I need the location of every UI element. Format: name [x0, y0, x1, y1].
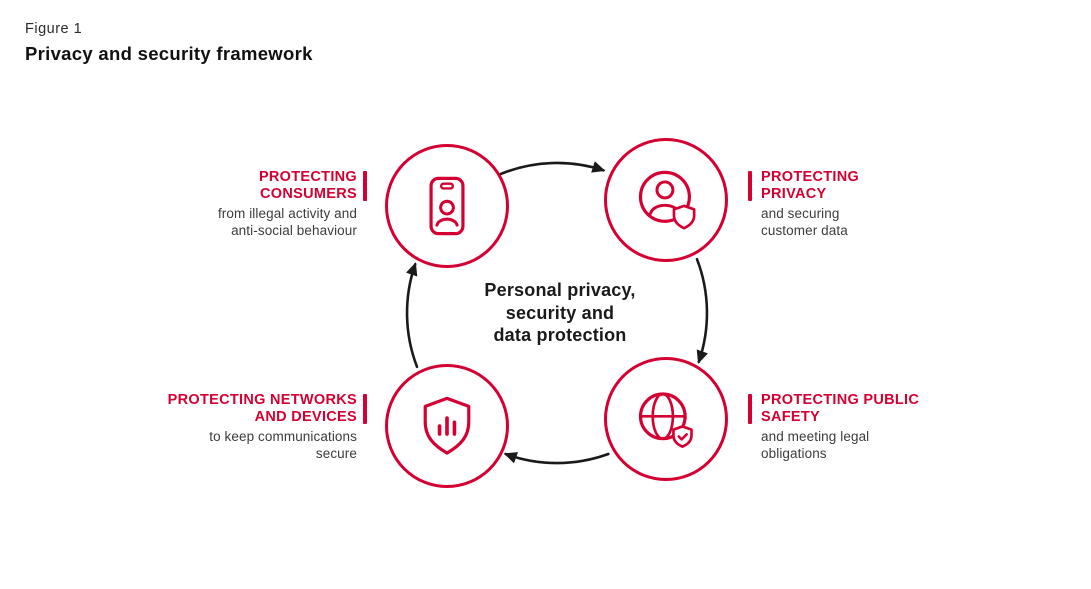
- arrow-right: [695, 257, 709, 364]
- networks-heading: PROTECTING NETWORKS AND DEVICES: [117, 392, 357, 425]
- networks-description: to keep communications secure: [117, 429, 357, 462]
- consumers-label: PROTECTING CONSUMERS from illegal activi…: [157, 169, 357, 239]
- body-line: obligations: [761, 445, 827, 461]
- body-line: secure: [315, 445, 357, 461]
- arrow-bottom: [503, 452, 610, 465]
- figure-number: Figure 1: [25, 21, 83, 37]
- phone-user-icon: [429, 176, 465, 236]
- consumers-node-circle: [385, 144, 509, 268]
- public-safety-description: and meeting legal obligations: [761, 429, 971, 462]
- body-line: and securing: [761, 206, 840, 221]
- heading-line: PROTECTING NETWORKS: [167, 392, 357, 408]
- heading-line: PROTECTING: [258, 169, 357, 185]
- center-line: security and: [505, 302, 615, 323]
- heading-line: AND DEVICES: [254, 408, 357, 425]
- public-safety-accent-bar: [748, 394, 752, 424]
- heading-line: PROTECTING PUBLIC: [761, 392, 920, 408]
- privacy-label: PROTECTING PRIVACY and securing customer…: [761, 169, 971, 239]
- consumers-description: from illegal activity and anti-social be…: [157, 206, 357, 239]
- networks-node-circle: [385, 364, 509, 488]
- body-line: customer data: [761, 222, 848, 238]
- public-safety-label: PROTECTING PUBLIC SAFETY and meeting leg…: [761, 392, 971, 462]
- consumers-accent-bar: [363, 171, 367, 201]
- networks-accent-bar: [363, 394, 367, 424]
- body-line: from illegal activity and: [217, 206, 357, 221]
- privacy-heading: PROTECTING PRIVACY: [761, 169, 971, 202]
- privacy-accent-bar: [748, 171, 752, 201]
- center-line: Personal privacy,: [484, 280, 636, 300]
- figure-title: Privacy and security framework: [25, 43, 313, 64]
- body-line: and meeting legal: [761, 429, 870, 444]
- center-line: data protection: [493, 325, 627, 345]
- privacy-node-circle: [604, 138, 728, 262]
- body-line: to keep communications: [209, 429, 357, 444]
- user-shield-icon: [638, 170, 696, 230]
- shield-signal-icon: [423, 396, 471, 455]
- heading-line: SAFETY: [761, 408, 820, 425]
- heading-line: PROTECTING: [761, 169, 860, 185]
- center-caption: Personal privacy, security and data prot…: [457, 279, 663, 347]
- consumers-heading: PROTECTING CONSUMERS: [157, 169, 357, 202]
- arrow-left: [405, 262, 419, 369]
- heading-line: CONSUMERS: [260, 185, 357, 202]
- public-safety-heading: PROTECTING PUBLIC SAFETY: [761, 392, 971, 425]
- arrow-top: [499, 161, 606, 176]
- privacy-description: and securing customer data: [761, 206, 971, 239]
- globe-shield-icon: [638, 392, 693, 448]
- heading-line: PRIVACY: [761, 185, 827, 202]
- networks-label: PROTECTING NETWORKS AND DEVICES to keep …: [117, 392, 357, 462]
- body-line: anti-social behaviour: [231, 222, 357, 238]
- public-safety-node-circle: [604, 357, 728, 481]
